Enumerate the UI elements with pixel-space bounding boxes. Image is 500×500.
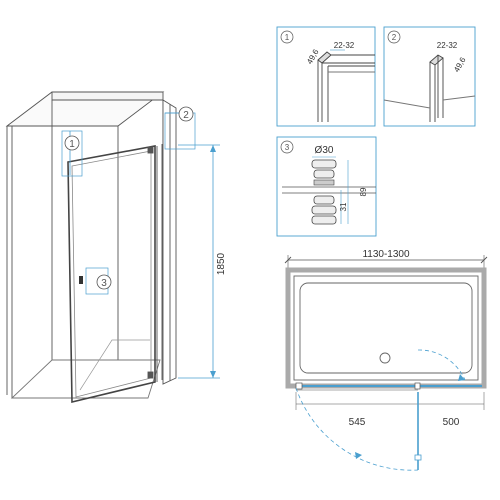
shower-enclosure-view [5,91,177,404]
detail-2-panel: 2 22-32 49,6 [383,26,476,127]
svg-text:3: 3 [101,278,107,289]
door-width-label: 545 [349,417,366,428]
height-dimension: 1850 [178,144,227,379]
svg-text:2: 2 [392,33,397,42]
svg-text:1: 1 [285,33,290,42]
handle-knob-drawing [282,159,376,225]
callout-hinge-side: 2 [164,106,196,150]
svg-text:Ø30: Ø30 [315,145,334,156]
svg-text:89: 89 [359,187,368,196]
callout-handle: 3 [85,267,112,295]
svg-text:3: 3 [285,143,290,152]
svg-text:31: 31 [339,202,348,211]
svg-text:22-32: 22-32 [437,41,458,50]
svg-text:1: 1 [69,139,75,150]
fixed-width-label: 500 [443,417,460,428]
height-label: 1850 [216,252,227,275]
callout-hinge-top: 1 [61,130,83,177]
detail-1-panel: 1 22-32 49,6 [276,26,376,127]
detail-3-panel: 3 Ø30 89 31 [276,136,377,237]
svg-text:2: 2 [183,110,189,121]
plan-view: 1130-1300 545 500 [284,249,488,471]
svg-text:22-32: 22-32 [334,41,355,50]
plan-width-label: 1130-1300 [362,249,410,260]
